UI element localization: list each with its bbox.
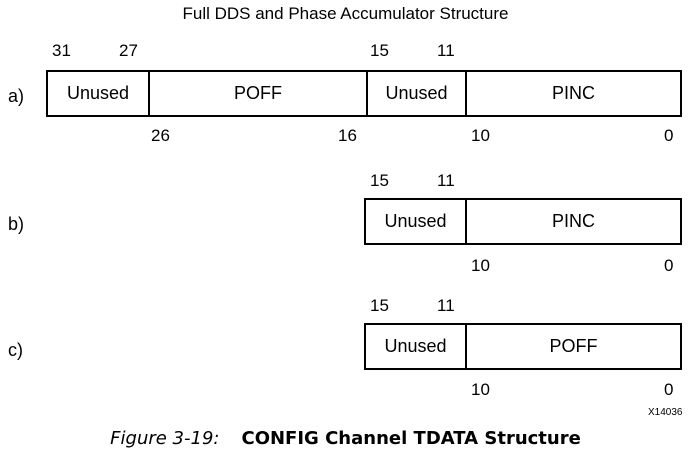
field-unused-low: Unused — [366, 72, 465, 115]
bit-31-label: 31 — [52, 41, 71, 60]
bit-26-label: 26 — [151, 126, 170, 145]
bit-27-label: 27 — [119, 41, 138, 60]
figure-id: X14036 — [648, 407, 683, 418]
row-b-label: b) — [8, 214, 25, 234]
bit-11-label: 11 — [437, 171, 455, 190]
bit-15-label: 15 — [370, 296, 389, 315]
register-c: Unused POFF — [364, 323, 682, 370]
bit-10-label: 10 — [471, 380, 490, 399]
register-b: Unused PINC — [364, 198, 682, 245]
bit-0-label: 0 — [664, 380, 674, 399]
figure-caption: Figure 3-19: CONFIG Channel TDATA Structu… — [0, 428, 691, 449]
bit-10-label: 10 — [471, 126, 490, 145]
diagram-title: Full DDS and Phase Accumulator Structure — [182, 4, 509, 23]
field-pinc: PINC — [465, 200, 680, 243]
field-unused-high: Unused — [66, 83, 130, 103]
bit-15-label: 15 — [370, 41, 389, 60]
bit-0-label: 0 — [664, 256, 674, 275]
bit-10-label: 10 — [471, 256, 490, 275]
bit-11-label: 11 — [437, 41, 455, 60]
bit-15-label: 15 — [370, 171, 389, 190]
field-unused: Unused — [384, 336, 447, 356]
bit-11-label: 11 — [437, 296, 455, 315]
caption-number: Figure 3-19: — [110, 428, 220, 449]
row-a-label: a) — [8, 86, 25, 106]
bit-0-label: 0 — [664, 126, 674, 145]
caption-text: CONFIG Channel TDATA Structure — [241, 428, 581, 449]
row-c-label: c) — [8, 340, 23, 360]
field-pinc: PINC — [465, 72, 680, 115]
bit-16-label: 16 — [338, 126, 357, 145]
register-a: Unused POFF Unused PINC — [46, 70, 682, 117]
field-unused: Unused — [384, 211, 447, 231]
field-poff: POFF — [465, 325, 680, 368]
field-poff: POFF — [148, 72, 366, 115]
